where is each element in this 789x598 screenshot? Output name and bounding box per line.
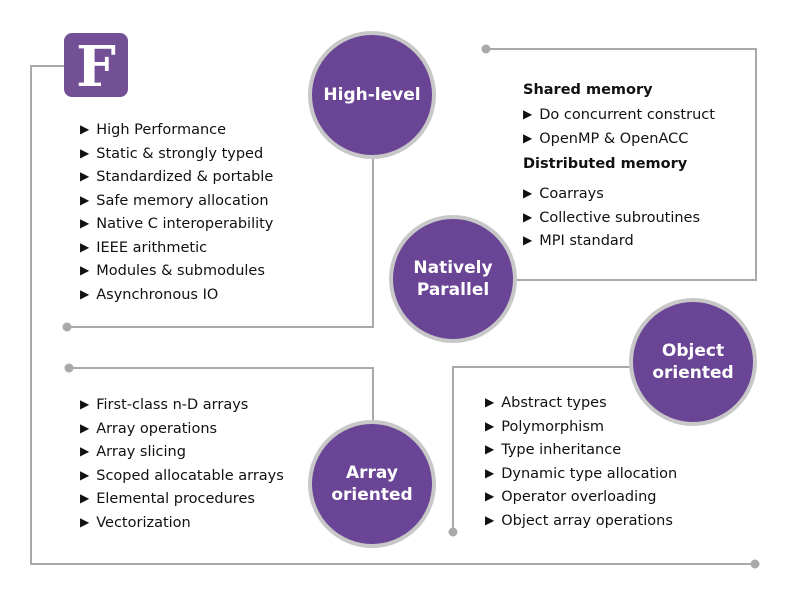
- distributed-memory-heading: Distributed memory: [523, 156, 688, 172]
- object-oriented-title: Object oriented: [652, 340, 734, 383]
- list-item: Type inheritance: [485, 439, 677, 463]
- array-oriented-title: Array oriented: [331, 462, 413, 505]
- list-item: Dynamic type allocation: [485, 463, 677, 487]
- shared-memory-heading: Shared memory: [523, 82, 653, 98]
- list-item: IEEE arithmetic: [80, 237, 273, 261]
- list-item: Scoped allocatable arrays: [80, 465, 284, 489]
- object-oriented-circle: Object oriented: [629, 298, 757, 426]
- list-item: Do concurrent construct: [523, 104, 715, 128]
- list-item: OpenMP & OpenACC: [523, 128, 715, 152]
- list-item: Safe memory allocation: [80, 190, 273, 214]
- high-level-circle: High-level: [308, 31, 436, 159]
- high-level-title: High-level: [323, 84, 421, 105]
- list-item: High Performance: [80, 119, 273, 143]
- list-item: Static & strongly typed: [80, 143, 273, 167]
- array-oriented-circle: Array oriented: [308, 420, 436, 548]
- logo-letter: F: [76, 34, 116, 100]
- outer-frame-line: [30, 65, 755, 565]
- list-item: Standardized & portable: [80, 166, 273, 190]
- high-level-line: [67, 140, 374, 328]
- endpoint-dot: [64, 363, 74, 373]
- list-item: Vectorization: [80, 512, 284, 536]
- natively-parallel-title: Natively Parallel: [413, 257, 493, 300]
- list-item: Elemental procedures: [80, 488, 284, 512]
- list-item: Operator overloading: [485, 486, 677, 510]
- list-item: Collective subroutines: [523, 207, 700, 231]
- list-item: Coarrays: [523, 183, 700, 207]
- array-oriented-list: First-class n-D arrays Array operations …: [80, 394, 284, 535]
- endpoint-dot: [750, 559, 760, 569]
- list-item: Native C interoperability: [80, 213, 273, 237]
- parallel-line: [486, 48, 757, 281]
- endpoint-dot: [448, 527, 458, 537]
- list-item: Abstract types: [485, 392, 677, 416]
- list-item: Asynchronous IO: [80, 284, 273, 308]
- shared-memory-list: Do concurrent construct OpenMP & OpenACC: [523, 104, 715, 151]
- high-level-list: High Performance Static & strongly typed…: [80, 119, 273, 307]
- endpoint-dot: [481, 44, 491, 54]
- array-line: [69, 367, 374, 420]
- list-item: Array slicing: [80, 441, 284, 465]
- endpoint-dot: [62, 322, 72, 332]
- object-line: [452, 366, 633, 532]
- fortran-logo: F: [64, 33, 128, 97]
- list-item: MPI standard: [523, 230, 700, 254]
- list-item: Modules & submodules: [80, 260, 273, 284]
- list-item: First-class n-D arrays: [80, 394, 284, 418]
- object-oriented-list: Abstract types Polymorphism Type inherit…: [485, 392, 677, 533]
- list-item: Polymorphism: [485, 416, 677, 440]
- distributed-memory-list: Coarrays Collective subroutines MPI stan…: [523, 183, 700, 254]
- list-item: Array operations: [80, 418, 284, 442]
- natively-parallel-circle: Natively Parallel: [389, 215, 517, 343]
- list-item: Object array operations: [485, 510, 677, 534]
